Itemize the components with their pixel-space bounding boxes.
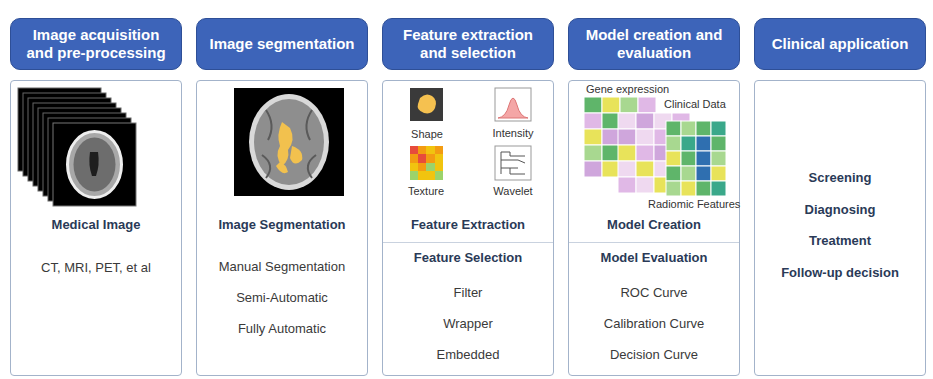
stage-header: Image segmentation [196,18,368,70]
figure-label: Radiomic Features [648,198,740,211]
stage-header: Image acquisition and pre-processing [10,18,182,70]
panel-heading: Medical Image [15,216,177,234]
stage-title: Image segmentation [209,35,354,53]
panel-item: Decision Curve [573,346,735,364]
panel-item: Semi-Automatic [201,289,363,307]
stage-title: Image acquisition and pre-processing [19,26,173,62]
figure-label: Clinical Data [664,98,726,111]
data-heatmaps [584,97,726,196]
panel-item: Filter [387,284,549,302]
panel-item: Wrapper [387,315,549,333]
stage-header: Model creation and evaluation [568,18,740,70]
figure-label: Texture [408,185,444,198]
segmented-brain [234,88,344,196]
panel-heading: Treatment [759,232,921,250]
panel-item: Fully Automatic [201,320,363,338]
panel-item: Embedded [387,346,549,364]
panel-heading: Feature Extraction [387,216,549,234]
figure-label: Intensity [493,127,534,140]
panel-heading: Feature Selection [387,249,549,267]
panel-heading: Model Evaluation [573,249,735,267]
figure-label: Shape [411,128,443,141]
section-divider [383,242,553,243]
stage-title: Feature extraction and selection [391,26,545,62]
section-divider [569,242,739,243]
panel-heading: Follow-up decision [759,264,921,282]
panel-heading: Image Segmentation [201,216,363,234]
panel-heading: Screening [759,169,921,187]
panel-item: Calibration Curve [573,315,735,333]
stage-panel: Feature ExtractionFeature SelectionFilte… [382,80,554,376]
stage-panel: Image SegmentationManual SegmentationSem… [196,80,368,376]
ct-stack [18,88,136,206]
stage-header: Clinical application [754,18,926,70]
panel-item: CT, MRI, PET, et al [15,259,177,277]
panel-item: Manual Segmentation [201,258,363,276]
panel-item: ROC Curve [573,284,735,302]
stage-panel: ScreeningDiagnosingTreatmentFollow-up de… [754,80,926,376]
figure-label: Wavelet [493,185,532,198]
stage-panel: Model CreationModel EvaluationROC CurveC… [568,80,740,376]
stage-title: Clinical application [772,35,909,53]
stage-panel: Medical ImageCT, MRI, PET, et al [10,80,182,376]
stage-title: Model creation and evaluation [577,26,731,62]
panel-heading: Model Creation [573,216,735,234]
figure-label: Gene expression [586,83,669,96]
stage-header: Feature extraction and selection [382,18,554,70]
panel-heading: Diagnosing [759,201,921,219]
